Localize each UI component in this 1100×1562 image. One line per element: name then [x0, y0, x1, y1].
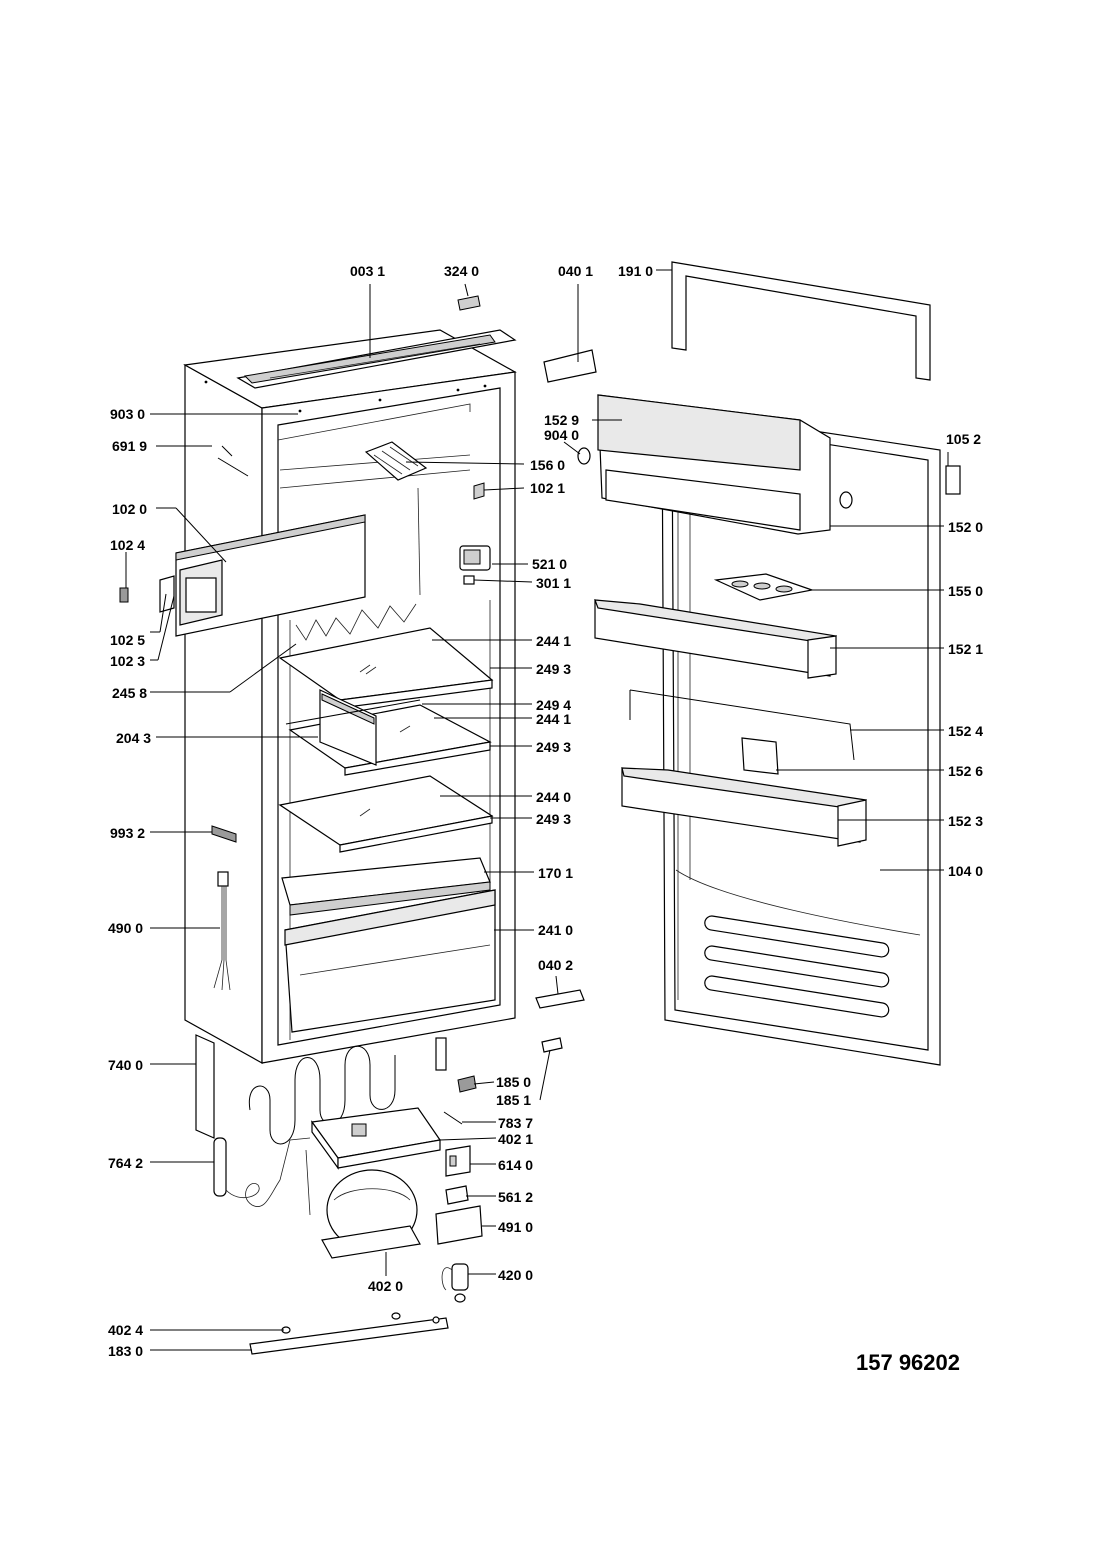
starter-relay	[435, 1145, 483, 1245]
label-521-0: 521 0	[532, 556, 568, 572]
ice-tray	[364, 441, 428, 481]
bin-clip	[741, 737, 779, 775]
label-904-0: 904 0	[544, 427, 580, 443]
label-249-3-lower: 249 3	[536, 811, 572, 827]
label-561-2: 561 2	[498, 1189, 534, 1205]
label-764-2: 764 2	[108, 1155, 144, 1171]
bottle-retainer	[629, 689, 855, 761]
label-301-1: 301 1	[536, 575, 572, 591]
dairy-compartment	[577, 394, 853, 535]
label-249-3-middle: 249 3	[536, 739, 572, 755]
condenser	[195, 1034, 447, 1145]
label-402-1: 402 1	[498, 1131, 534, 1147]
label-249-3-upper: 249 3	[536, 661, 572, 677]
side-hinge	[945, 465, 961, 495]
label-783-7: 783 7	[498, 1115, 534, 1131]
label-402-0: 402 0	[368, 1278, 404, 1294]
label-691-9: 691 9	[112, 438, 148, 454]
freezer-flap	[119, 514, 366, 637]
label-740-0: 740 0	[108, 1057, 144, 1073]
label-040-1: 040 1	[558, 263, 594, 279]
label-155-0: 155 0	[948, 583, 984, 599]
screw-783	[443, 1111, 463, 1125]
label-102-0: 102 0	[112, 501, 148, 517]
bracket-185	[457, 1075, 477, 1093]
upper-hinge	[543, 349, 597, 383]
small-plate	[457, 295, 481, 311]
shelf-middle	[285, 689, 492, 776]
evaporating-tray	[310, 1107, 442, 1170]
label-249-4: 249 4	[536, 697, 572, 713]
label-993-2: 993 2	[110, 825, 146, 841]
label-003-1: 003 1	[350, 263, 386, 279]
label-244-1-upper: 244 1	[536, 633, 572, 649]
drier-filter	[213, 1137, 311, 1207]
label-191-0: 191 0	[618, 263, 654, 279]
label-102-5: 102 5	[110, 632, 146, 648]
shelf-lower	[278, 775, 494, 853]
door-stop	[211, 825, 237, 843]
label-152-3: 152 3	[948, 813, 984, 829]
light-cable	[213, 871, 231, 991]
label-102-1: 102 1	[530, 480, 566, 496]
hinge-bracket-small	[541, 1037, 563, 1053]
label-244-1-middle: 244 1	[536, 711, 572, 727]
label-402-4: 402 4	[108, 1322, 144, 1338]
label-102-4: 102 4	[110, 537, 146, 553]
label-324-0: 324 0	[444, 263, 480, 279]
base-rail	[249, 1312, 449, 1355]
leader-lines	[125, 269, 949, 1351]
label-152-9: 152 9	[544, 412, 580, 428]
label-491-0: 491 0	[498, 1219, 534, 1235]
label-185-1: 185 1	[496, 1092, 532, 1108]
label-104-0: 104 0	[948, 863, 984, 879]
capacitor	[441, 1263, 469, 1303]
label-102-3: 102 3	[110, 653, 146, 669]
label-105-2: 105 2	[946, 431, 982, 447]
label-152-4: 152 4	[948, 723, 984, 739]
document-number: 157 96202	[856, 1350, 960, 1375]
door-bin-lower	[621, 767, 867, 847]
shelf-upper	[278, 603, 494, 709]
lower-hinge	[535, 989, 585, 1009]
sensor-probe	[217, 457, 249, 477]
compressor	[305, 1149, 421, 1259]
crisper-drawer	[284, 889, 496, 1033]
label-185-0: 185 0	[496, 1074, 532, 1090]
top-cover-plate	[236, 329, 517, 389]
label-170-1: 170 1	[538, 865, 574, 881]
label-241-0: 241 0	[538, 922, 574, 938]
label-152-6: 152 6	[948, 763, 984, 779]
label-204-3: 204 3	[116, 730, 152, 746]
label-903-0: 903 0	[110, 406, 146, 422]
label-420-0: 420 0	[498, 1267, 534, 1283]
label-152-1: 152 1	[948, 641, 984, 657]
label-183-0: 183 0	[108, 1343, 144, 1359]
label-614-0: 614 0	[498, 1157, 534, 1173]
label-490-0: 490 0	[108, 920, 144, 936]
thermostat	[459, 482, 491, 585]
label-156-0: 156 0	[530, 457, 566, 473]
label-245-8: 245 8	[112, 685, 148, 701]
crisper-cover	[281, 857, 491, 916]
label-040-2: 040 2	[538, 957, 574, 973]
label-152-0: 152 0	[948, 519, 984, 535]
label-244-0: 244 0	[536, 789, 572, 805]
door-bin-upper	[594, 599, 838, 679]
